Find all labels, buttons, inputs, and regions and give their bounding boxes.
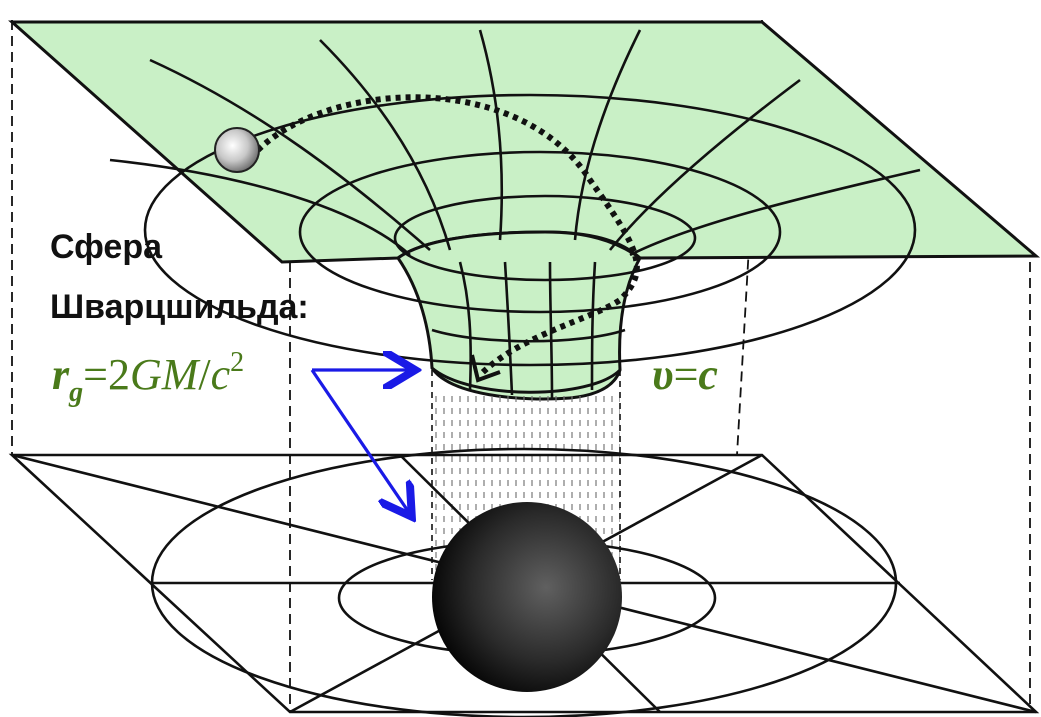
sphere-label-line2: Шварцшильда:: [50, 288, 309, 326]
formula-c: c: [211, 350, 231, 399]
formula-power-2: 2: [230, 347, 244, 378]
speed-of-light-label: υ=c: [652, 350, 718, 399]
gravitational-radius-formula: rg=2GM/c2: [52, 347, 244, 408]
formula-slash: /: [198, 350, 211, 399]
test-particle-ball: [215, 128, 259, 172]
arrow-to-sphere: [312, 370, 410, 514]
formula-subscript-g: g: [68, 377, 83, 408]
speed-v: υ: [652, 350, 674, 399]
speed-equals: =: [674, 350, 699, 399]
formula-r: r: [52, 350, 70, 399]
surface-sheet: [12, 22, 1036, 262]
sphere-label-line1: Сфера: [50, 228, 163, 266]
black-hole-sphere: [432, 502, 622, 692]
speed-c: c: [698, 350, 718, 399]
radius-pointer-arrows: [312, 370, 412, 514]
funnel-throat: [398, 232, 640, 399]
formula-equals-2: =2: [83, 350, 130, 399]
formula-GM: GM: [130, 350, 201, 399]
